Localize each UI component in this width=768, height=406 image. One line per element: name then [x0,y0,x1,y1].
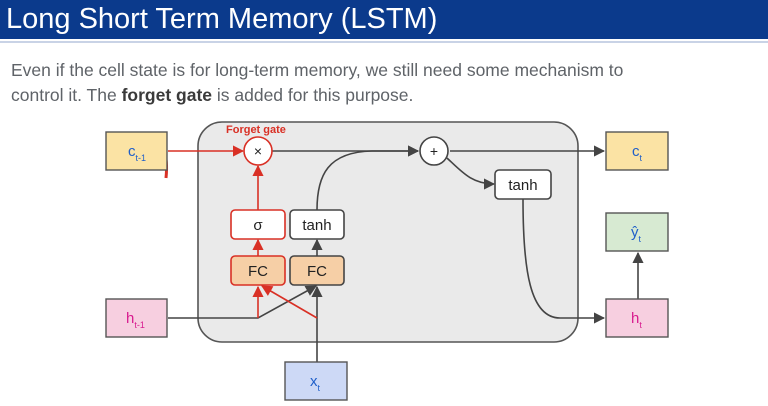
fc-input-box [289,255,345,286]
intro-line-1: Even if the cell state is for long-term … [11,60,624,80]
intro-line-2-post: is added for this purpose. [212,85,414,105]
fc-forget-box [230,255,286,286]
title-bar: Long Short Term Memory (LSTM) [0,0,768,39]
c-prev-main: c [128,143,136,160]
c-prev-label: ct-1 [128,143,146,163]
intro-line-2-pre: control it. The [11,85,122,105]
add-to-tanh-curve [446,157,496,190]
c-out-label: ct [632,143,643,163]
c-out-main: c [632,143,640,160]
h-out-box [605,298,669,338]
sigma-box [230,209,286,240]
y-sub: t [639,234,642,244]
inner-tanh-to-add-curve [316,145,420,211]
add-symbol: + [430,143,438,159]
x-input-label: xt [310,373,321,393]
h-out-sub: t [639,320,642,330]
inner-tanh-label: tanh [302,217,331,234]
y-main: ŷ [631,224,639,241]
output-tanh-label: tanh [508,177,537,194]
slide-title: Long Short Term Memory (LSTM) [6,3,438,35]
multiply-node [243,136,273,166]
h-prev-label: ht-1 [126,310,145,330]
multiply-symbol: × [254,143,262,159]
forget-gate-label: Forget gate [226,124,286,136]
tanh-to-h-out-curve [522,198,606,324]
c-out-box [605,131,669,171]
x-to-fc-forget-line [261,285,318,319]
c-prev-sub: t-1 [136,153,147,163]
h-prev-sub: t-1 [134,320,145,330]
forget-gate-emphasis: forget gate [121,85,213,105]
intro-line-2: control it. The forget gate is added for… [11,83,761,108]
h-out-label: ht [631,310,642,330]
x-input-box [284,361,348,401]
c-out-sub: t [640,153,643,163]
output-tanh-box [494,169,552,200]
h-out-main: h [631,310,639,327]
sigma-label: σ [253,217,263,234]
title-divider [0,41,768,43]
y-out-label: ŷt [631,224,642,244]
h-prev-main: h [126,310,134,327]
x-sub: t [318,383,321,393]
y-out-box [605,212,669,252]
inner-tanh-box [289,209,345,240]
add-node [419,136,449,166]
fc-input-label: FC [307,263,327,280]
c-prev-box [105,131,168,171]
x-main: x [310,373,318,390]
fc-forget-label: FC [248,263,268,280]
lstm-cell-container [197,121,579,343]
h-prev-box [105,298,168,338]
intro-text: Even if the cell state is for long-term … [11,58,761,108]
